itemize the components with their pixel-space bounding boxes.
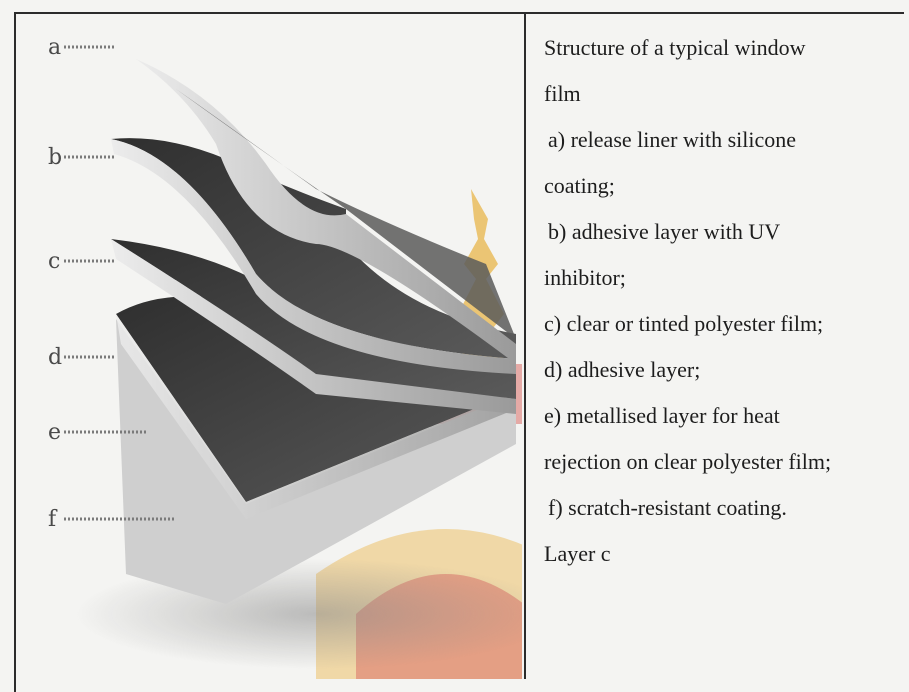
label-a: a bbox=[48, 35, 61, 60]
caption-item-c: c) clear or tinted polyester film; bbox=[544, 308, 894, 354]
label-b: b bbox=[48, 145, 62, 170]
caption-title-line-1: Structure of a typical window bbox=[544, 32, 894, 78]
caption-item-a-line-2: coating; bbox=[544, 170, 894, 216]
caption-item-a-line-1: a) release liner with silicone bbox=[544, 124, 894, 170]
window-film-illustration: a b c d e f bbox=[16, 14, 522, 679]
label-e: e bbox=[48, 420, 61, 445]
column-divider bbox=[524, 12, 526, 679]
caption-item-d: d) adhesive layer; bbox=[544, 354, 894, 400]
caption-title-line-2: film bbox=[544, 78, 894, 124]
label-d: d bbox=[48, 345, 62, 370]
caption-text: Structure of a typical window film a) re… bbox=[544, 32, 894, 584]
caption-item-f: f) scratch-resistant coating. bbox=[544, 492, 894, 538]
caption-item-e-line-1: e) metallised layer for heat bbox=[544, 400, 894, 446]
caption-layer-c: Layer c bbox=[544, 538, 894, 584]
label-f: f bbox=[48, 507, 58, 532]
caption-item-b-line-1: b) adhesive layer with UV bbox=[544, 216, 894, 262]
caption-item-e-line-2: rejection on clear polyester film; bbox=[544, 446, 894, 492]
layer-diagram: a b c d e f bbox=[16, 14, 522, 679]
caption-item-b-line-2: inhibitor; bbox=[544, 262, 894, 308]
label-c: c bbox=[48, 249, 60, 274]
